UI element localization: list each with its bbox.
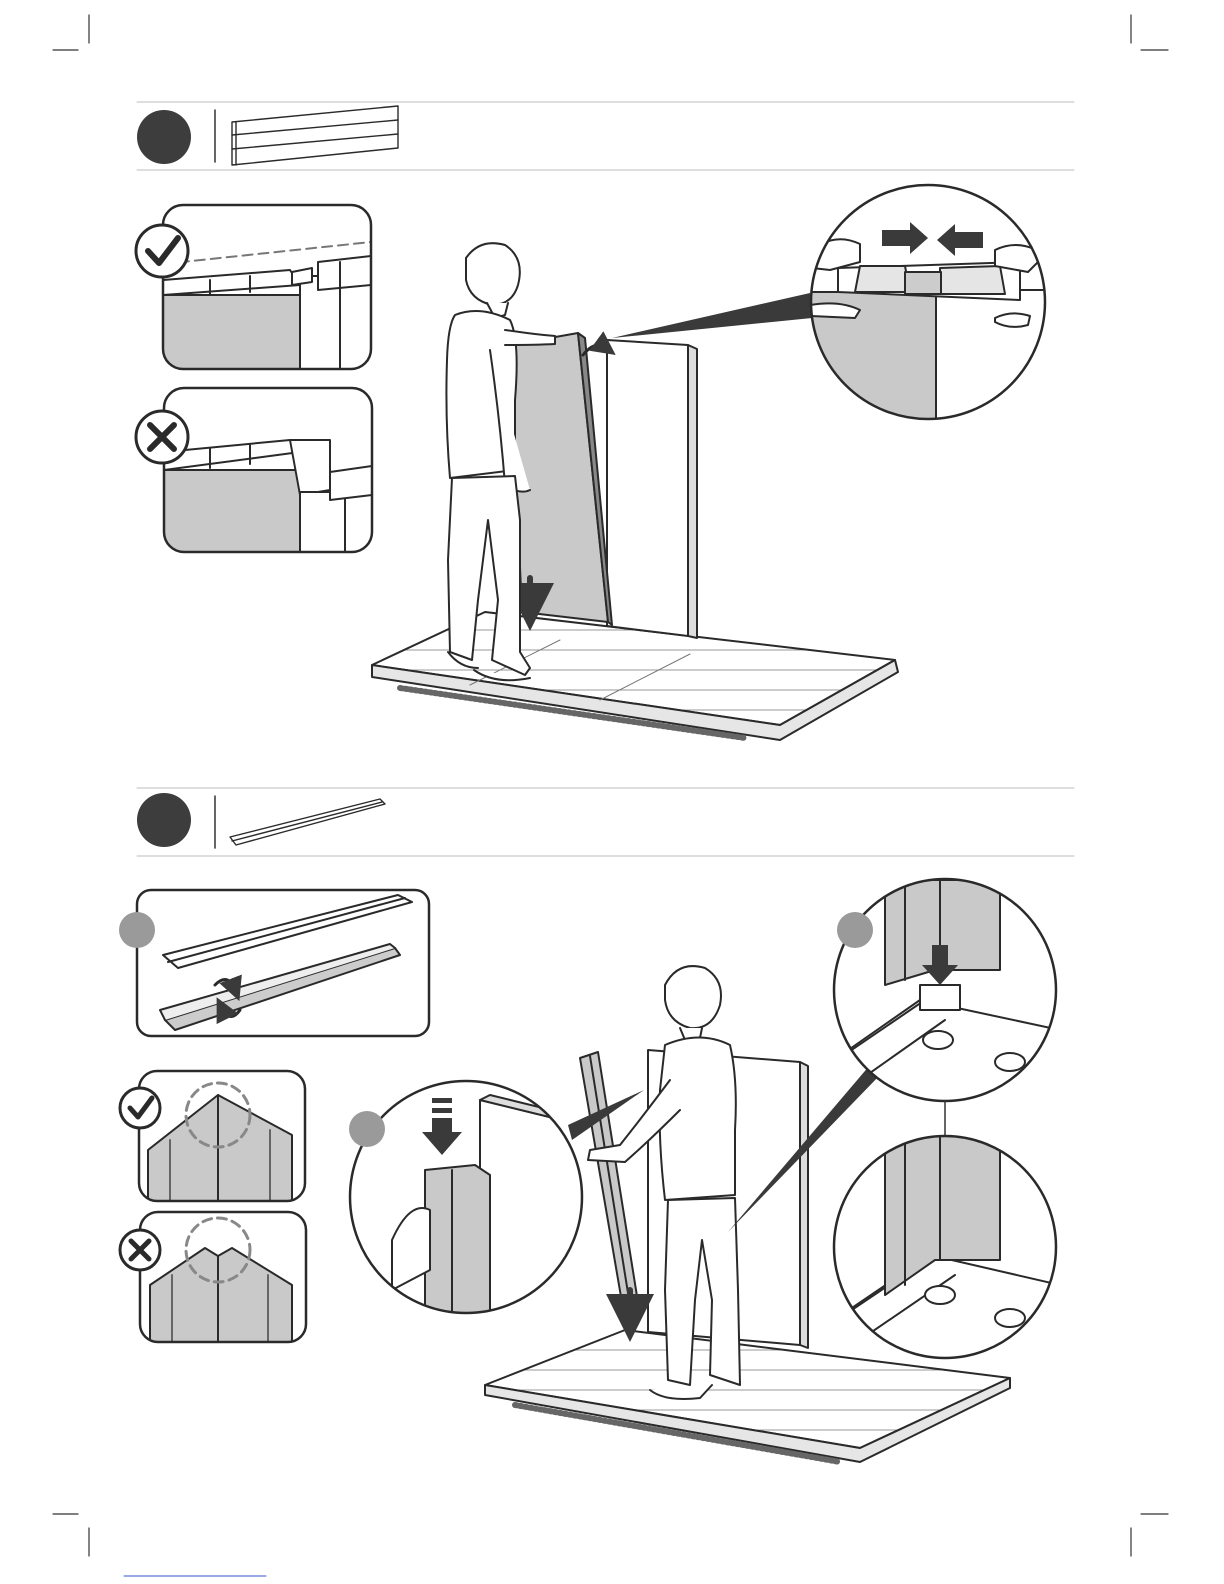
step-1-detail-wrong <box>136 388 372 562</box>
step-2-zoom-slide-down <box>349 1081 644 1320</box>
step-number-badge <box>137 793 191 847</box>
x-circle-icon <box>120 1230 160 1270</box>
step-2-zoom-base-after <box>834 1136 1060 1360</box>
step-2-detail-wrong <box>120 1212 306 1345</box>
step-2-detail-correct <box>120 1071 305 1205</box>
corner-profile-icon <box>230 799 385 845</box>
sub-step-badge <box>349 1111 385 1147</box>
x-circle-icon <box>136 411 188 463</box>
sub-step-badge <box>119 912 155 948</box>
step-2-header <box>137 788 1074 856</box>
wall-panel-icon <box>232 106 398 165</box>
step-2-profile-rotate-detail <box>119 890 429 1036</box>
step-1-header <box>137 102 1074 170</box>
sub-step-badge <box>837 912 873 948</box>
corner-profile <box>580 1052 640 1320</box>
standing-wall-panel <box>607 340 697 638</box>
check-circle-icon <box>136 225 188 277</box>
check-circle-icon <box>120 1088 160 1128</box>
step-1-detail-correct <box>136 205 371 376</box>
step-number-badge <box>137 110 191 164</box>
